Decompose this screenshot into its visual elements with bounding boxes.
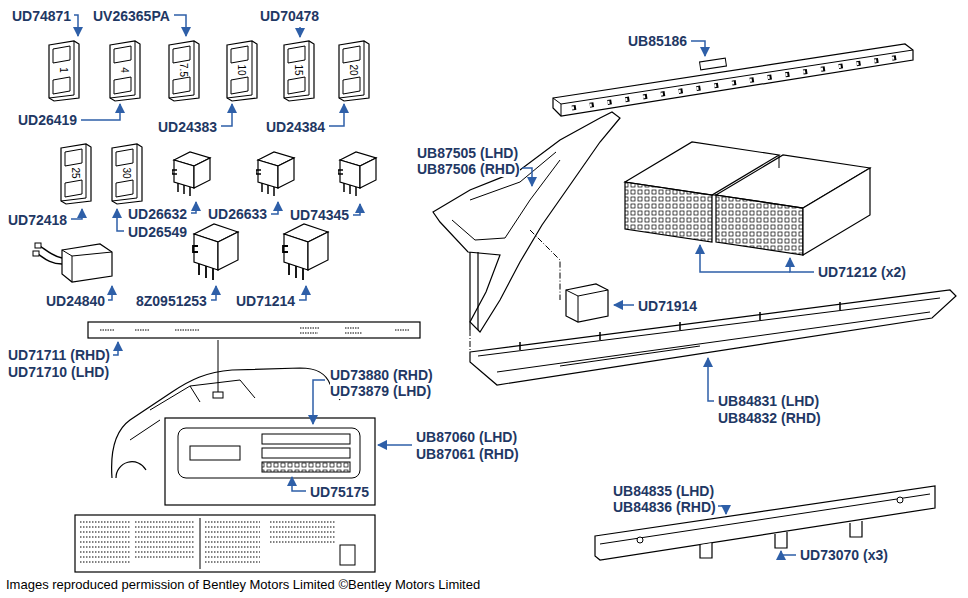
- part-number: UB87060 (LHD): [416, 429, 517, 445]
- part-number: UD72418: [8, 212, 67, 228]
- fuse-rating: 7.5: [178, 63, 189, 77]
- part-number: UD26632: [128, 206, 187, 222]
- part-number: UD73879 (LHD): [330, 383, 431, 399]
- fuse-rating: 25: [70, 167, 81, 178]
- part-number: 8Z0951253: [136, 293, 207, 309]
- part-number: UD71711 (RHD): [8, 347, 110, 363]
- part-number: UB87506 (RHD): [417, 161, 520, 177]
- part-number: UD70478: [260, 8, 319, 24]
- part-number: UD71212 (x2): [818, 264, 906, 280]
- fuse-rating: 15: [293, 64, 304, 75]
- fuse-rating: 1: [58, 67, 69, 73]
- part-number: UB87061 (RHD): [416, 446, 519, 462]
- part-number: UD26419: [18, 112, 77, 128]
- part-number: UD74871: [12, 8, 71, 24]
- fuse-rating: 20: [348, 64, 359, 75]
- fuse-rating: 10: [236, 64, 247, 75]
- part-number: UD74345: [290, 207, 349, 223]
- part-number: UD26633: [208, 206, 267, 222]
- part-number: UD75175: [310, 484, 369, 500]
- part-number: UD73880 (RHD): [330, 367, 433, 383]
- part-number: UB87505 (LHD): [417, 145, 518, 161]
- part-number: UD73070 (x3): [800, 547, 888, 563]
- part-number: UV26365PA: [93, 8, 170, 24]
- part-number: UD24384: [266, 119, 325, 135]
- caption: Images reproduced permission of Bentley …: [6, 577, 480, 592]
- part-number: UD24383: [158, 119, 217, 135]
- part-number: UD26549: [128, 224, 187, 240]
- part-number: UD24840: [46, 293, 105, 309]
- part-number: UB85186: [628, 33, 687, 49]
- part-number: UD71214: [236, 293, 295, 309]
- fuse-rating: 4: [119, 67, 130, 73]
- part-number: UD71914: [638, 298, 697, 314]
- fuse-rating: 30: [121, 167, 132, 178]
- part-number: UB84832 (RHD): [718, 410, 821, 426]
- part-number: UB84836 (RHD): [613, 499, 716, 515]
- part-number: UD71710 (LHD): [8, 364, 109, 380]
- part-number: UB84831 (LHD): [718, 393, 819, 409]
- part-number: UB84835 (LHD): [613, 483, 714, 499]
